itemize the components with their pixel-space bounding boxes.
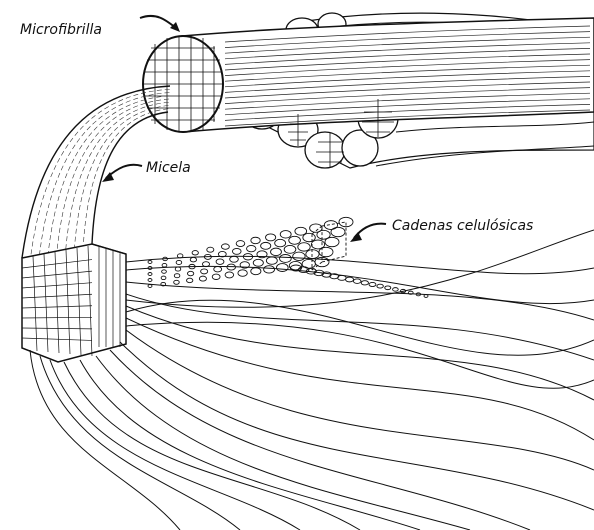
- cellulose-bead: [251, 237, 260, 243]
- cellulose-bead: [280, 255, 292, 263]
- label-chains-text: Cadenas celulósicas: [392, 218, 533, 234]
- fibre-line: [110, 350, 530, 530]
- fibre-line: [64, 362, 360, 530]
- cellulose-bead: [212, 274, 220, 279]
- arrow-icon: [350, 232, 362, 242]
- cellulose-bead: [162, 263, 167, 266]
- cellulose-bead: [361, 281, 368, 285]
- fibre-line: [50, 360, 300, 530]
- cellulose-bead: [247, 245, 256, 251]
- cellulose-bead: [264, 266, 275, 273]
- cellulose-bead: [148, 261, 152, 264]
- cellulose-bead: [319, 247, 333, 256]
- fibre-line: [126, 318, 594, 440]
- microfibril-bundle: [143, 13, 594, 168]
- cellulose-bead: [385, 286, 391, 290]
- cellulose-bead: [353, 279, 361, 283]
- cellulose-bead: [236, 241, 245, 247]
- cellulose-bead: [202, 262, 209, 267]
- cellulose-bead: [190, 257, 196, 261]
- cellulose-bead: [377, 284, 383, 288]
- cellulose-bead: [201, 269, 208, 274]
- cellulose-bead: [266, 234, 276, 241]
- cellulose-bead: [192, 251, 198, 255]
- cellulose-bead: [261, 242, 271, 249]
- cellulose-bead: [148, 273, 152, 276]
- fibre-line: [126, 230, 594, 307]
- cellulose-bead: [275, 239, 286, 246]
- cellulose-bead: [238, 270, 247, 276]
- cellulose-bead: [251, 268, 261, 275]
- cellulose-bead: [199, 276, 206, 281]
- cellulose-bead: [345, 277, 353, 282]
- fibre-line: [96, 356, 470, 530]
- cellulose-bead: [176, 260, 182, 264]
- cellulose-bead: [325, 237, 339, 246]
- cellulose-bead: [369, 282, 376, 286]
- cellulose-bead: [162, 270, 167, 273]
- cellulose-bead: [289, 236, 301, 244]
- cellulose-bead: [187, 271, 193, 275]
- micelle-striation-line: [75, 106, 169, 248]
- cellulose-bead: [306, 250, 319, 259]
- cellulose-bead: [331, 227, 345, 236]
- cellulose-bead: [148, 285, 152, 288]
- cellulose-bead: [161, 276, 166, 279]
- cellulose-bead: [207, 247, 214, 252]
- cellulose-bead: [225, 272, 234, 278]
- cellulose-bead: [221, 244, 229, 249]
- label-micelle: Micela: [102, 160, 191, 182]
- cellulose-bead: [230, 256, 239, 262]
- cellulose-bead: [393, 288, 399, 292]
- label-chains: Cadenas celulósicas: [350, 218, 533, 242]
- cellulose-bead: [280, 231, 291, 238]
- cellulose-bead: [174, 280, 180, 284]
- label-microfibril-text: Microfibrilla: [20, 22, 102, 38]
- cellulose-bead: [266, 257, 277, 264]
- cellulose-bead: [148, 279, 152, 282]
- fibre-line: [30, 350, 180, 530]
- cellulose-bead: [271, 248, 282, 255]
- fibre-line: [126, 306, 594, 400]
- fibre-line: [126, 266, 594, 303]
- cellulose-bead: [174, 274, 180, 278]
- cellulose-bead: [216, 259, 224, 264]
- cellulose-bead: [253, 259, 263, 266]
- label-micelle-text: Micela: [146, 160, 191, 176]
- cellulose-bead: [187, 278, 193, 282]
- arrow-icon: [140, 16, 176, 28]
- cellulose-bead: [276, 264, 288, 272]
- label-microfibril: Microfibrilla: [20, 16, 180, 38]
- cellulose-bead: [175, 267, 181, 271]
- cellulose-bead: [303, 233, 315, 241]
- cellulose-bead: [298, 243, 310, 251]
- micelle-striation-line: [83, 109, 168, 246]
- cellulose-bead: [232, 248, 241, 254]
- cellulose-bead: [324, 221, 337, 230]
- cellulose-bead: [293, 252, 305, 260]
- cellulose-bead: [284, 245, 296, 253]
- cellulose-bead: [214, 267, 222, 272]
